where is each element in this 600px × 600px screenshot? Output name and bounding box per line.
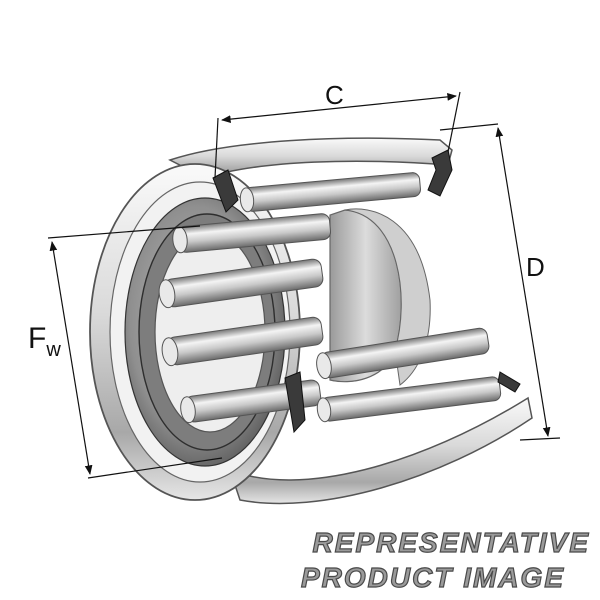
needle-roller bbox=[158, 258, 324, 309]
needle-roller bbox=[316, 327, 490, 380]
needle-roller-end bbox=[316, 397, 332, 423]
needle-roller bbox=[161, 316, 324, 367]
fw-extension-bottom bbox=[87, 457, 223, 479]
needle-roller bbox=[239, 172, 421, 213]
watermark: REPRESENTATIVE PRODUCT IMAGE bbox=[300, 526, 590, 593]
section-bottom-right bbox=[497, 371, 521, 393]
watermark-line-2: PRODUCT IMAGE bbox=[301, 562, 565, 593]
dimension-lines bbox=[47, 91, 561, 479]
c-extension-left bbox=[214, 117, 219, 179]
needle-rollers bbox=[158, 172, 502, 424]
needle-roller-body bbox=[244, 172, 421, 212]
section-bottom-left bbox=[284, 371, 306, 434]
needle-roller-end bbox=[316, 352, 332, 380]
d-extension-top bbox=[439, 123, 499, 131]
label-fw: Fw bbox=[28, 322, 61, 361]
c-extension-right bbox=[447, 91, 461, 153]
needle-roller-end bbox=[172, 226, 188, 254]
needle-roller-end bbox=[180, 396, 196, 424]
needle-roller bbox=[172, 213, 332, 254]
outer-ring-top-shell bbox=[168, 137, 453, 179]
fw-dimension-line bbox=[49, 241, 93, 475]
label-d: D bbox=[526, 252, 545, 282]
d-dimension-line bbox=[495, 127, 551, 437]
label-fw-sub: w bbox=[45, 339, 61, 361]
watermark-line-1: REPRESENTATIVE bbox=[313, 527, 590, 558]
needle-roller bbox=[316, 376, 502, 423]
c-dimension-line bbox=[221, 93, 457, 123]
section-top-left bbox=[212, 169, 239, 213]
needle-roller-end bbox=[239, 187, 255, 213]
needle-roller-body bbox=[320, 376, 502, 422]
needle-roller-end bbox=[158, 279, 176, 309]
label-fw-main: F bbox=[28, 322, 46, 355]
label-c: C bbox=[325, 80, 344, 110]
fw-extension-top bbox=[47, 225, 201, 239]
d-extension-bottom bbox=[519, 437, 561, 441]
needle-roller-end bbox=[161, 337, 179, 367]
